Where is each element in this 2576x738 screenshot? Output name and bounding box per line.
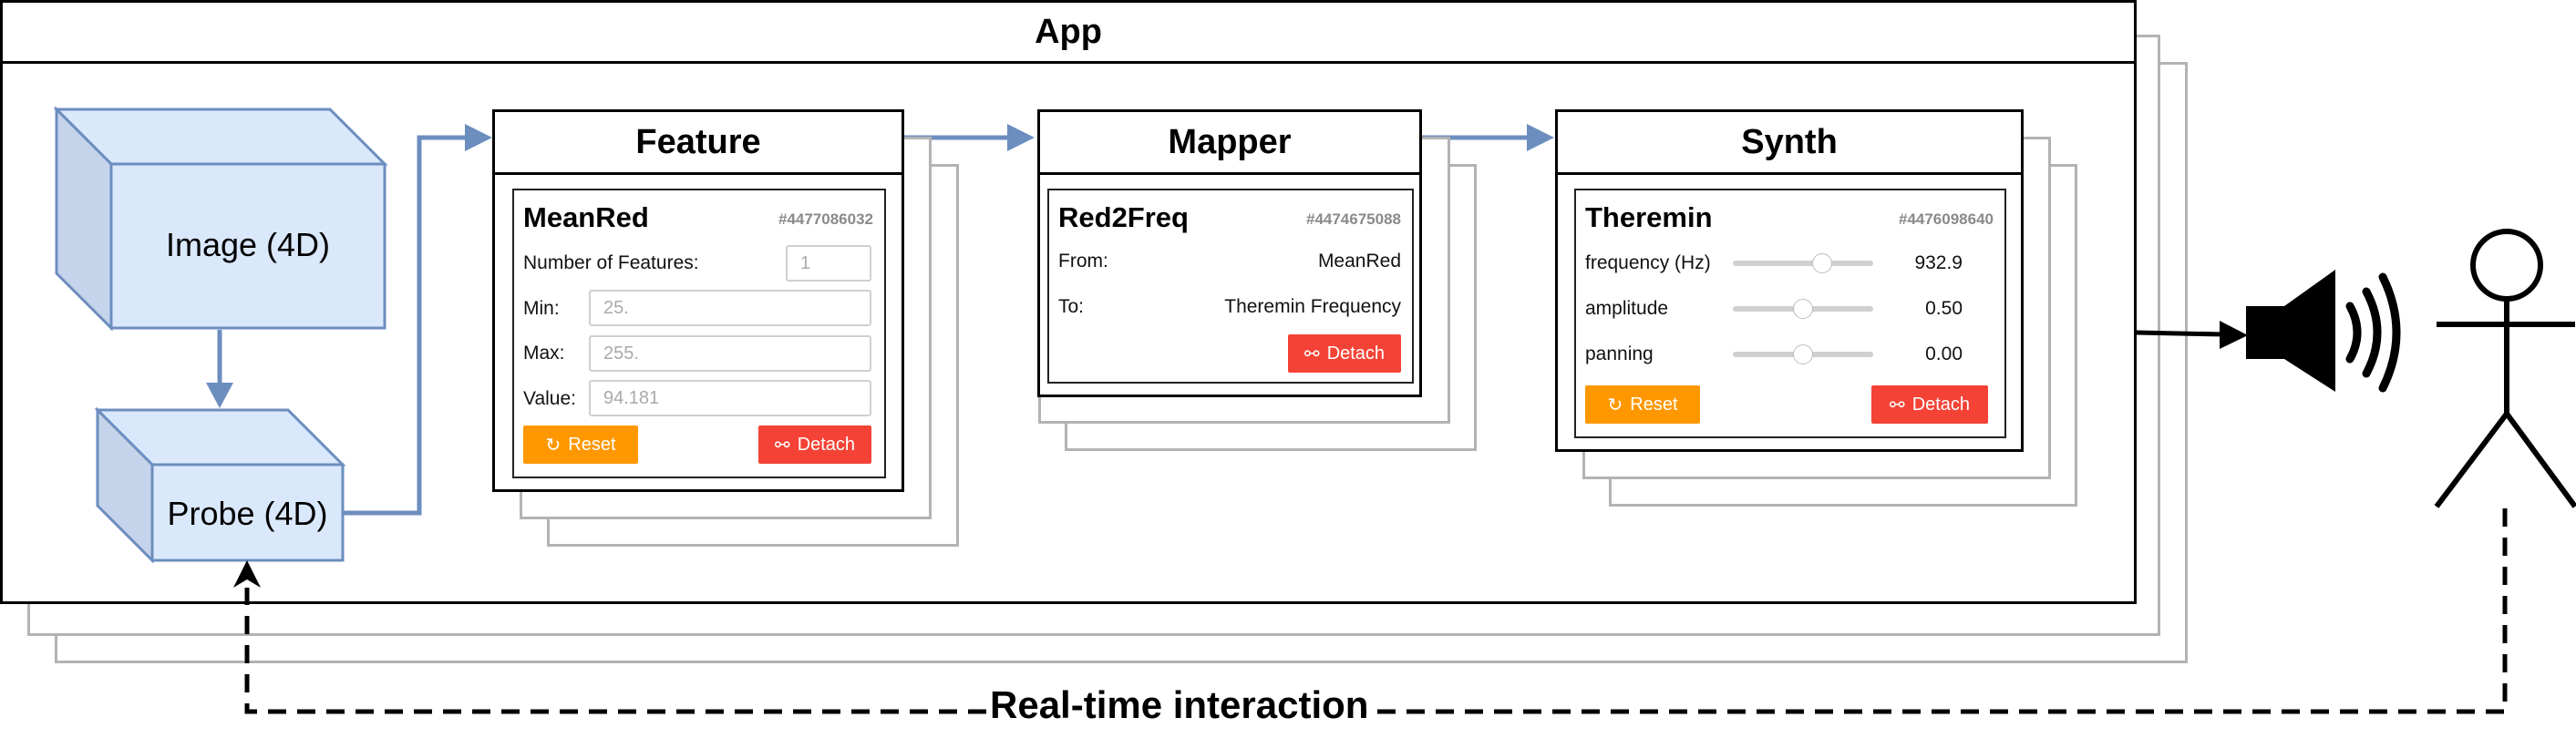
from-label: From: bbox=[1058, 251, 1108, 272]
reset-button-label: Reset bbox=[1630, 394, 1678, 415]
arrow-probe-to-feature bbox=[343, 124, 492, 516]
feature-window: Feature MeanRed #4477086032 Number of Fe… bbox=[492, 109, 904, 492]
probe-node-label: Probe (4D) bbox=[167, 495, 328, 532]
to-label: To: bbox=[1058, 296, 1085, 317]
card-id: #4476098640 bbox=[1898, 210, 1994, 228]
user-figure-icon bbox=[2434, 229, 2576, 508]
detach-button[interactable]: ⚯ Detach bbox=[1288, 334, 1401, 373]
unlink-icon: ⚯ bbox=[774, 435, 790, 456]
synth-window: Synth Theremin #4476098640 frequency (Hz… bbox=[1555, 109, 2024, 452]
min-label: Min: bbox=[523, 298, 560, 319]
param-value-panning: 0.00 bbox=[1925, 343, 1963, 364]
card-name: MeanRed bbox=[523, 201, 649, 233]
num-features-input[interactable]: 1 bbox=[786, 245, 871, 282]
reset-button-label: Reset bbox=[568, 434, 616, 455]
mapper-window: Mapper Red2Freq #4474675088 From: MeanRe… bbox=[1037, 109, 1422, 397]
param-label-frequency: frequency (Hz) bbox=[1585, 252, 1711, 273]
reset-button[interactable]: ↻ Reset bbox=[523, 425, 638, 464]
to-value: Theremin Frequency bbox=[1224, 296, 1401, 317]
synth-title: Synth bbox=[1558, 112, 2021, 175]
synth-card-theremin: Theremin #4476098640 frequency (Hz) 932.… bbox=[1574, 189, 2006, 438]
detach-button-label: Detach bbox=[797, 434, 856, 455]
detach-button-label: Detach bbox=[1911, 394, 1971, 415]
param-label-amplitude: amplitude bbox=[1585, 298, 1669, 319]
arrow-app-to-speaker bbox=[2136, 321, 2248, 349]
refresh-icon: ↻ bbox=[1607, 395, 1623, 415]
max-input[interactable]: 255. bbox=[589, 335, 871, 372]
interaction-label: Real-time interaction bbox=[990, 683, 1369, 726]
image-node-label: Image (4D) bbox=[165, 226, 331, 263]
refresh-icon: ↻ bbox=[545, 435, 562, 456]
param-label-panning: panning bbox=[1585, 343, 1654, 364]
amplitude-slider-thumb[interactable] bbox=[1793, 299, 1813, 319]
param-value-frequency: 932.9 bbox=[1914, 252, 1963, 273]
value-label: Value: bbox=[523, 388, 576, 409]
mapper-card-red2freq: Red2Freq #4474675088 From: MeanRed To: T… bbox=[1047, 189, 1414, 384]
detach-button[interactable]: ⚯ Detach bbox=[1871, 385, 1988, 424]
max-label: Max: bbox=[523, 343, 565, 364]
frequency-slider[interactable] bbox=[1733, 261, 1873, 266]
interaction-dashed-path bbox=[233, 508, 2508, 714]
card-id: #4477086032 bbox=[778, 210, 873, 228]
arrow-image-to-probe bbox=[206, 330, 233, 408]
detach-button-label: Detach bbox=[1326, 343, 1386, 364]
card-id: #4474675088 bbox=[1305, 210, 1401, 228]
reset-button[interactable]: ↻ Reset bbox=[1585, 385, 1700, 424]
app-title: App bbox=[3, 3, 2134, 64]
param-value-amplitude: 0.50 bbox=[1925, 298, 1963, 319]
feature-card-meanred: MeanRed #4477086032 Number of Features: … bbox=[512, 189, 886, 478]
unlink-icon: ⚯ bbox=[1303, 343, 1320, 364]
from-value: MeanRed bbox=[1317, 251, 1401, 272]
panning-slider-thumb[interactable] bbox=[1793, 344, 1813, 364]
frequency-slider-thumb[interactable] bbox=[1812, 253, 1832, 273]
speaker-icon bbox=[2246, 270, 2401, 393]
feature-title: Feature bbox=[495, 112, 902, 175]
card-name: Red2Freq bbox=[1058, 201, 1189, 233]
value-input[interactable]: 94.181 bbox=[589, 380, 871, 416]
unlink-icon: ⚯ bbox=[1889, 395, 1905, 415]
min-input[interactable]: 25. bbox=[589, 290, 871, 326]
num-features-label: Number of Features: bbox=[523, 252, 699, 273]
mapper-title: Mapper bbox=[1040, 112, 1419, 175]
card-name: Theremin bbox=[1585, 201, 1713, 233]
detach-button[interactable]: ⚯ Detach bbox=[758, 425, 871, 464]
probe-node-box bbox=[94, 406, 346, 564]
image-node-box bbox=[53, 106, 388, 332]
